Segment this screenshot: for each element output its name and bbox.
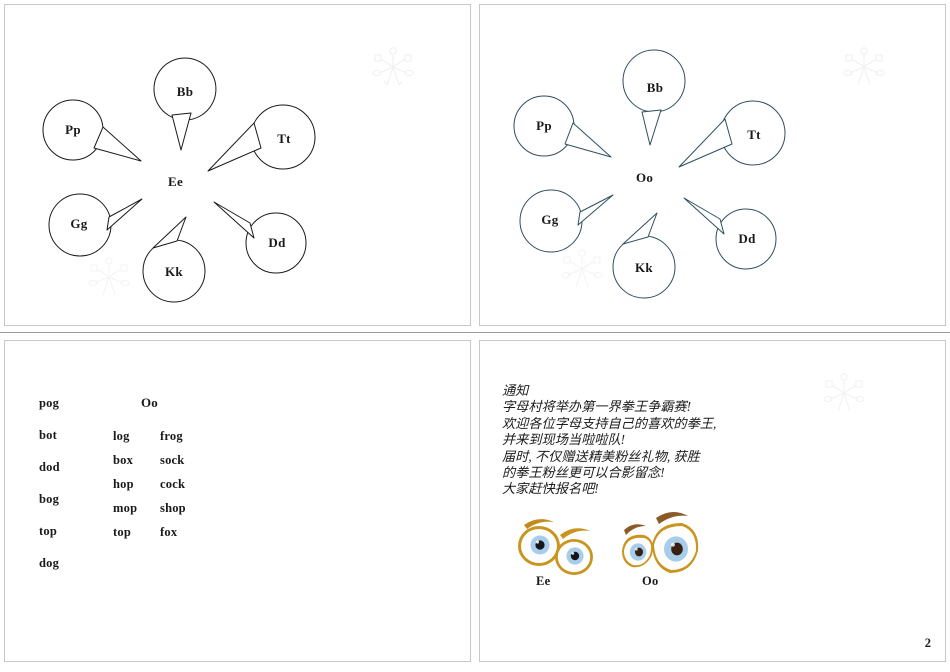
- bubble-label-tt: Tt: [277, 131, 291, 146]
- bubble-label-dd: Dd: [268, 235, 286, 250]
- bubble-label-tt: Tt: [747, 127, 761, 142]
- list-item: box: [113, 453, 134, 467]
- list-item: shop: [160, 501, 186, 515]
- speech-bubble-icon: [245, 212, 307, 274]
- notice-line: 欢迎各位字母支持自己的喜欢的拳王,: [502, 415, 717, 431]
- list-item: dog: [39, 556, 60, 570]
- slide-thumbnail-3[interactable]: Oo pog bot dod bog top dog log box hop m…: [4, 340, 471, 662]
- bubble-label-kk: Kk: [165, 264, 183, 279]
- list-item: top: [39, 524, 57, 538]
- notice-line: 届时, 不仅赠送精美粉丝礼物, 获胜: [502, 448, 700, 464]
- speech-bubble-icon: [93, 126, 142, 162]
- speech-bubble-icon: [564, 122, 612, 158]
- speech-bubble-icon: [683, 197, 725, 235]
- speech-bubble-icon: [641, 109, 662, 146]
- eye-icon: [612, 505, 712, 583]
- list-item: bot: [39, 428, 57, 442]
- speech-bubble-icon: [622, 212, 658, 245]
- eyebrow: [624, 524, 646, 535]
- eye-icon: [508, 509, 608, 579]
- eyebrow: [524, 519, 554, 529]
- list-item: top: [113, 525, 131, 539]
- notice-line: 并来到现场当啦啦队!: [502, 432, 626, 448]
- list-item: log: [113, 429, 130, 443]
- center-letter-label: Ee: [168, 174, 184, 189]
- speech-bubble-icon: [152, 216, 187, 249]
- speech-bubble-icon: [678, 118, 733, 168]
- slide-row-divider: [0, 332, 950, 333]
- eyebrow: [560, 528, 590, 539]
- bubble-label-gg: Gg: [541, 212, 559, 227]
- list-item: frog: [160, 429, 183, 443]
- eyebrow: [656, 511, 688, 524]
- bubble-label-gg: Gg: [70, 216, 88, 231]
- word-list-heading: Oo: [141, 395, 159, 410]
- list-item: sock: [160, 453, 185, 467]
- notice-line: 通知: [502, 383, 529, 398]
- bubble-label-pp: Pp: [65, 122, 81, 137]
- page-number: 2: [924, 636, 931, 650]
- speech-bubble-diagram: [480, 5, 945, 325]
- word-list: Oo pog bot dod bog top dog log box hop m…: [5, 341, 470, 661]
- speech-bubble-icon: [106, 198, 143, 231]
- list-item: dod: [39, 460, 60, 474]
- notice-text-block: 通知 字母村将举办第一界拳王争霸赛! 欢迎各位字母支持自己的喜欢的拳王, 并来到…: [502, 383, 922, 498]
- speech-bubble-icon: [213, 201, 255, 239]
- slide-thumbnail-1[interactable]: Ee Pp Bb Tt Gg Kk Dd: [4, 4, 471, 326]
- bubble-label-dd: Dd: [738, 231, 756, 246]
- speech-bubble-icon: [577, 194, 614, 226]
- list-item: cock: [160, 477, 186, 491]
- list-item: bog: [39, 492, 60, 506]
- speech-bubble-icon: [171, 112, 192, 151]
- eye-caption-ee: Ee: [536, 574, 551, 588]
- center-letter-label: Oo: [636, 170, 654, 185]
- list-item: hop: [113, 477, 134, 491]
- list-item: pog: [39, 396, 60, 410]
- slide-thumbnail-4[interactable]: 通知 字母村将举办第一界拳王争霸赛! 欢迎各位字母支持自己的喜欢的拳王, 并来到…: [479, 340, 946, 662]
- bubble-label-bb: Bb: [646, 80, 664, 95]
- bubble-label-kk: Kk: [635, 260, 653, 275]
- bubble-label-bb: Bb: [176, 84, 194, 99]
- notice-line: 大家赶快报名吧!: [502, 481, 599, 497]
- speech-bubble-diagram: [5, 5, 470, 325]
- speech-bubble-icon: [715, 208, 777, 270]
- slide-thumbnail-2[interactable]: Oo Pp Bb Tt Gg Kk Dd: [479, 4, 946, 326]
- list-item: fox: [160, 525, 178, 539]
- bubble-label-pp: Pp: [536, 118, 552, 133]
- eye-caption-oo: Oo: [642, 574, 659, 588]
- notice-line: 的拳王粉丝更可以合影留念!: [502, 465, 665, 481]
- notice-line: 字母村将举办第一界拳王争霸赛!: [502, 399, 692, 415]
- eye-illustrations: Ee: [494, 509, 754, 604]
- speech-bubble-icon: [207, 122, 262, 172]
- list-item: mop: [113, 501, 138, 515]
